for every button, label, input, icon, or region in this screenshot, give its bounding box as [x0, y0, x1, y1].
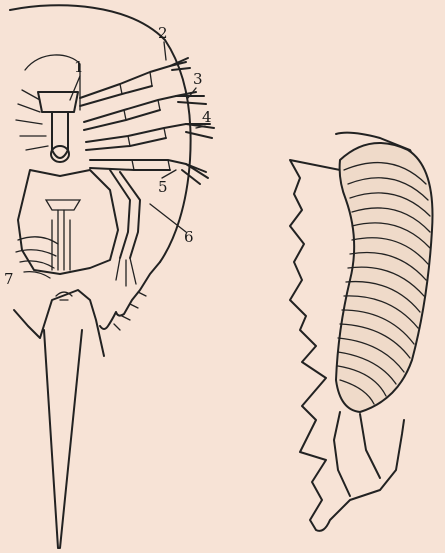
gill-book-view — [290, 133, 433, 531]
abdomen — [16, 170, 118, 278]
walking-legs — [80, 58, 214, 286]
label-7: 7 — [4, 270, 14, 288]
label-3: 3 — [193, 70, 203, 88]
central-gnathobase — [52, 112, 68, 158]
spines — [114, 292, 146, 330]
label-1: 1 — [74, 58, 84, 76]
label-6: 6 — [184, 228, 194, 246]
lower-lobe — [334, 412, 380, 496]
carapace-outline — [10, 5, 191, 262]
tail-spine — [44, 330, 82, 548]
posterior-body — [14, 290, 104, 356]
serrated-margin — [100, 262, 160, 329]
inner-shell-line — [25, 55, 80, 110]
label-2: 2 — [158, 24, 168, 42]
label-5: 5 — [158, 178, 168, 196]
label-4: 4 — [202, 108, 212, 126]
left-appendages — [16, 90, 48, 150]
horseshoe-crab-ventral-view — [10, 5, 214, 548]
